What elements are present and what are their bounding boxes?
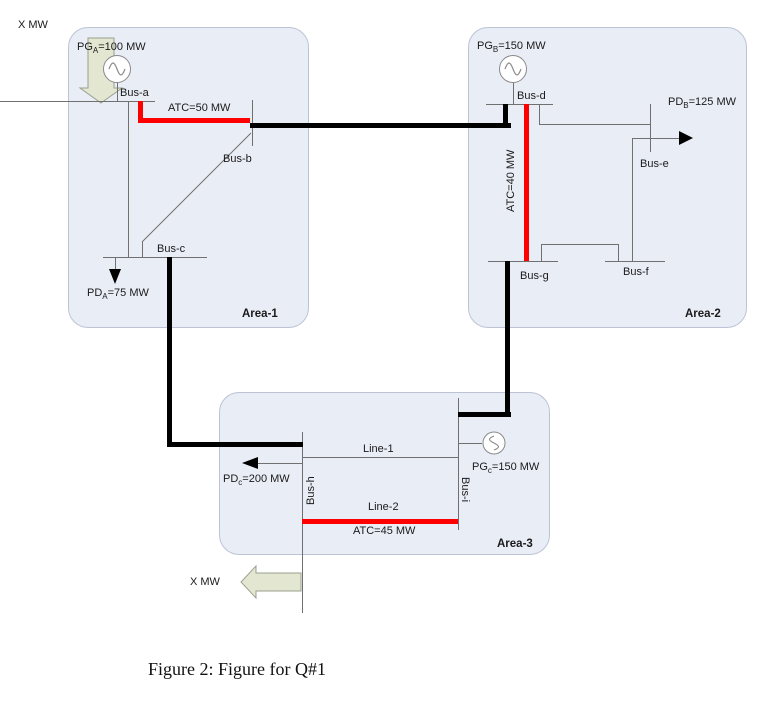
generator-b-icon — [499, 55, 527, 83]
branch-d-e-drop — [539, 104, 540, 124]
load-b-arrow-icon — [679, 131, 693, 145]
atc50-line-horizontal — [138, 118, 250, 123]
tie-area2-area3-vertical — [505, 261, 510, 417]
area-3-region — [219, 392, 550, 555]
generator-c-label: PGc=150 MW — [472, 461, 540, 476]
external-injection-arrow-left-icon — [240, 564, 302, 600]
bus-c-label: Bus-c — [157, 243, 186, 255]
generator-a-lead — [117, 83, 118, 101]
line-bus-a-bus-c — [128, 101, 129, 257]
tie-area1-area3-horizontal — [167, 442, 303, 447]
bus-f-bar — [605, 261, 665, 262]
line-g-f-right-riser — [618, 244, 619, 261]
line-bus-b-bus-c-tail — [142, 242, 143, 257]
load-a-label: PDA=75 MW — [87, 287, 149, 302]
generator-b-lead — [513, 83, 514, 104]
bus-b-label: Bus-b — [223, 153, 252, 165]
bus-d-bar — [486, 104, 553, 105]
bus-h-label: Bus-h — [305, 476, 317, 505]
atc50-label: ATC=50 MW — [168, 102, 231, 114]
atc40-line-vertical — [524, 104, 529, 261]
atc45-line-2 — [302, 519, 458, 524]
generator-a-label: PGA=100 MW — [77, 41, 146, 56]
generator-c-icon — [482, 431, 506, 455]
tie-area1-area2-riser — [503, 104, 508, 128]
load-c-arrow-icon — [242, 457, 258, 469]
bus-a-label: Bus-a — [120, 87, 149, 99]
bus-g-bar — [488, 261, 558, 262]
bus-g-label: Bus-g — [520, 270, 549, 282]
external-bottom-label: X MW — [190, 576, 220, 588]
bus-e-label: Bus-e — [640, 158, 669, 170]
load-b-line — [632, 138, 680, 139]
external-injection-arrow-down-icon — [78, 37, 124, 104]
line-g-f-left-riser — [541, 244, 542, 261]
tie-area1-area3-vertical — [167, 257, 172, 447]
area-2-label: Area-2 — [685, 308, 721, 320]
bus-i-label: Bus-i — [459, 477, 471, 503]
generator-a-icon — [103, 55, 131, 83]
figure-caption: Figure 2: Figure for Q#1 — [148, 659, 326, 679]
bus-a-bar — [0, 101, 155, 102]
line-g-f-top — [541, 244, 619, 245]
bus-f-label: Bus-f — [623, 266, 649, 278]
line-1-segment — [302, 457, 458, 458]
area-3-label: Area-3 — [497, 538, 533, 550]
external-top-label: X MW — [18, 19, 48, 31]
load-c-line — [246, 463, 302, 464]
line-bus-e-bus-f — [632, 138, 633, 261]
tie-area1-area2-horizontal — [250, 123, 511, 128]
bus-e-bar — [650, 104, 651, 152]
area-1-label: Area-1 — [242, 308, 278, 320]
load-a-lead — [115, 257, 116, 269]
generator-b-label: PGB=150 MW — [477, 40, 546, 55]
bus-c-bar — [103, 257, 207, 258]
load-a-arrow-icon — [109, 269, 121, 284]
line-1-label: Line-1 — [363, 443, 394, 455]
atc50-line-riser — [138, 101, 143, 123]
line-2-label: Line-2 — [368, 501, 399, 513]
load-c-label: PDc=200 MW — [223, 473, 290, 488]
line-bus-b-bus-c-diagonal — [141, 132, 252, 243]
generator-c-lead — [458, 443, 482, 444]
atc45-label: ATC=45 MW — [353, 525, 416, 537]
bus-i-bar — [458, 398, 459, 530]
bus-d-label: Bus-d — [517, 90, 546, 102]
load-b-label: PDB=125 MW — [668, 96, 737, 111]
tie-area2-area3-horizontal — [458, 412, 511, 417]
branch-d-e-horizontal — [539, 124, 650, 125]
atc40-label: ATC=40 MW — [505, 149, 517, 212]
